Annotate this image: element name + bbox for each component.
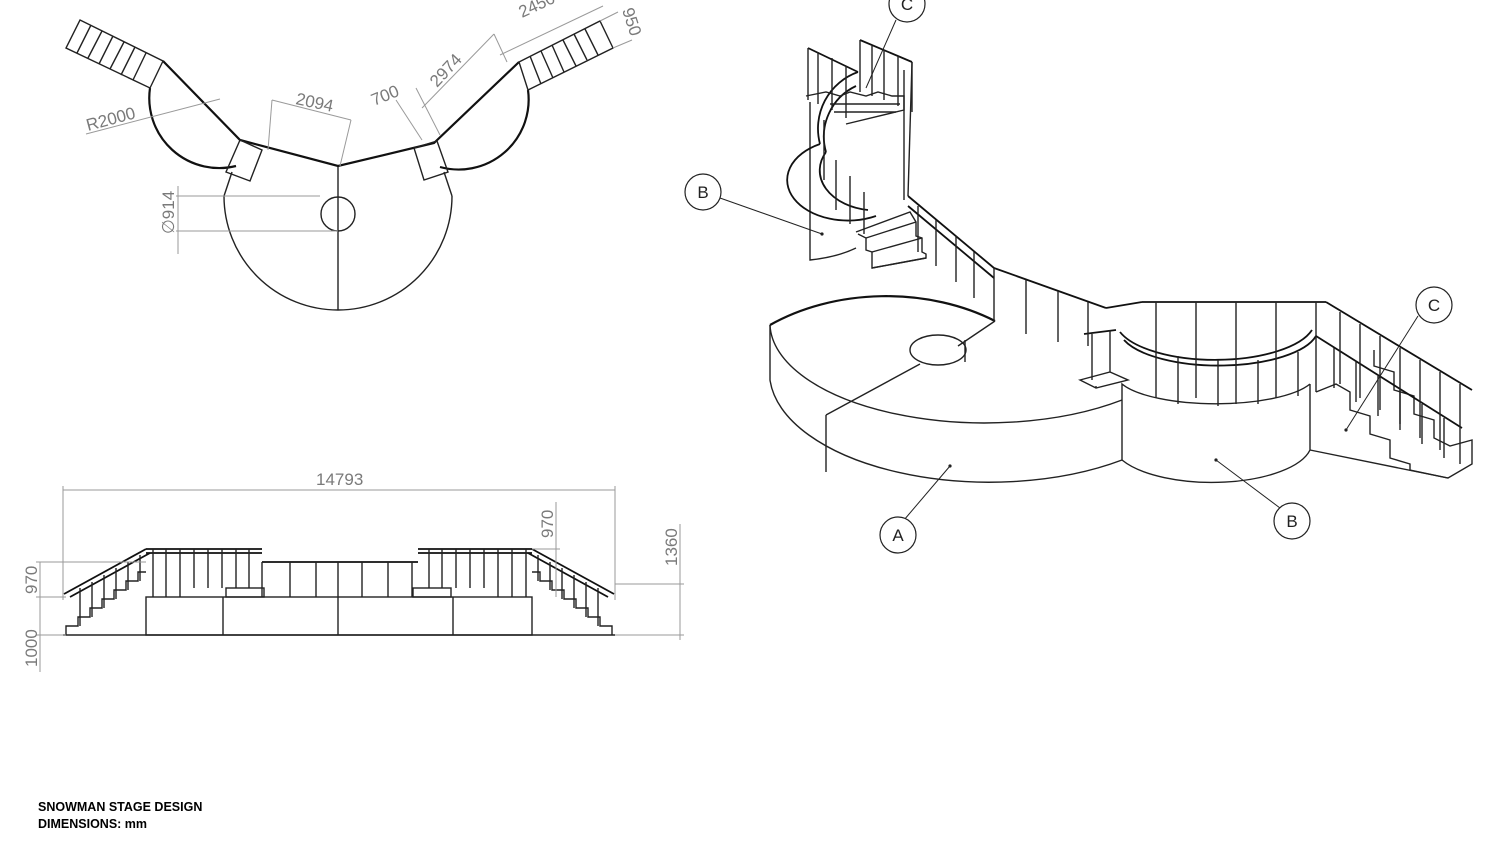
svg-text:B: B	[697, 183, 708, 202]
callout-right-c: C	[1415, 286, 1453, 324]
svg-text:B: B	[1286, 512, 1297, 531]
right-step-block	[413, 140, 449, 181]
plan-view: R2000 2094 700 2974 2450 950 ∅914	[65, 0, 645, 311]
svg-text:C: C	[1428, 296, 1440, 315]
dim-top-height: 1360	[662, 528, 681, 566]
dim-rail-height-right: 970	[538, 510, 557, 538]
title-block: SNOWMAN STAGE DESIGN DIMENSIONS: mm	[38, 799, 202, 833]
dim-rail-height-left: 970	[22, 566, 41, 594]
callout-right-b: B	[1273, 502, 1311, 540]
main-drum-body	[769, 325, 1123, 483]
dim-radius: R2000	[84, 104, 137, 135]
dim-gap: 700	[368, 81, 401, 109]
callout-left-b: B	[684, 173, 722, 211]
right-staircase	[518, 20, 614, 91]
left-staircase	[65, 19, 164, 89]
dim-hole-diameter: ∅914	[159, 191, 178, 234]
dim-ramp: 2974	[426, 50, 466, 91]
iso-center-hole	[909, 334, 967, 366]
right-arm-curve	[439, 89, 530, 171]
elevation-view: 14793	[22, 470, 684, 672]
dim-stair-length: 2450	[516, 0, 558, 22]
svg-text:C: C	[901, 0, 913, 14]
isometric-view: C B C A B	[684, 0, 1473, 554]
callout-a: A	[879, 516, 917, 554]
dim-platform-height: 1000	[22, 629, 41, 667]
dim-width-center: 2094	[294, 89, 335, 115]
svg-text:A: A	[892, 526, 904, 545]
callout-top-c: C	[888, 0, 926, 23]
dim-stair-width: 950	[618, 5, 645, 38]
iso-right-staircase	[1309, 301, 1473, 479]
iso-center-staircase	[855, 211, 927, 269]
base-platform	[145, 596, 533, 636]
left-arm-curve	[148, 87, 237, 170]
main-drum-top-edge	[769, 295, 996, 326]
walkway-edge	[162, 60, 520, 168]
left-step-block	[225, 139, 263, 182]
dim-overall-length: 14793	[316, 470, 363, 489]
drawing-units: DIMENSIONS: mm	[38, 817, 148, 831]
drawing-title: SNOWMAN STAGE DESIGN	[38, 800, 203, 814]
